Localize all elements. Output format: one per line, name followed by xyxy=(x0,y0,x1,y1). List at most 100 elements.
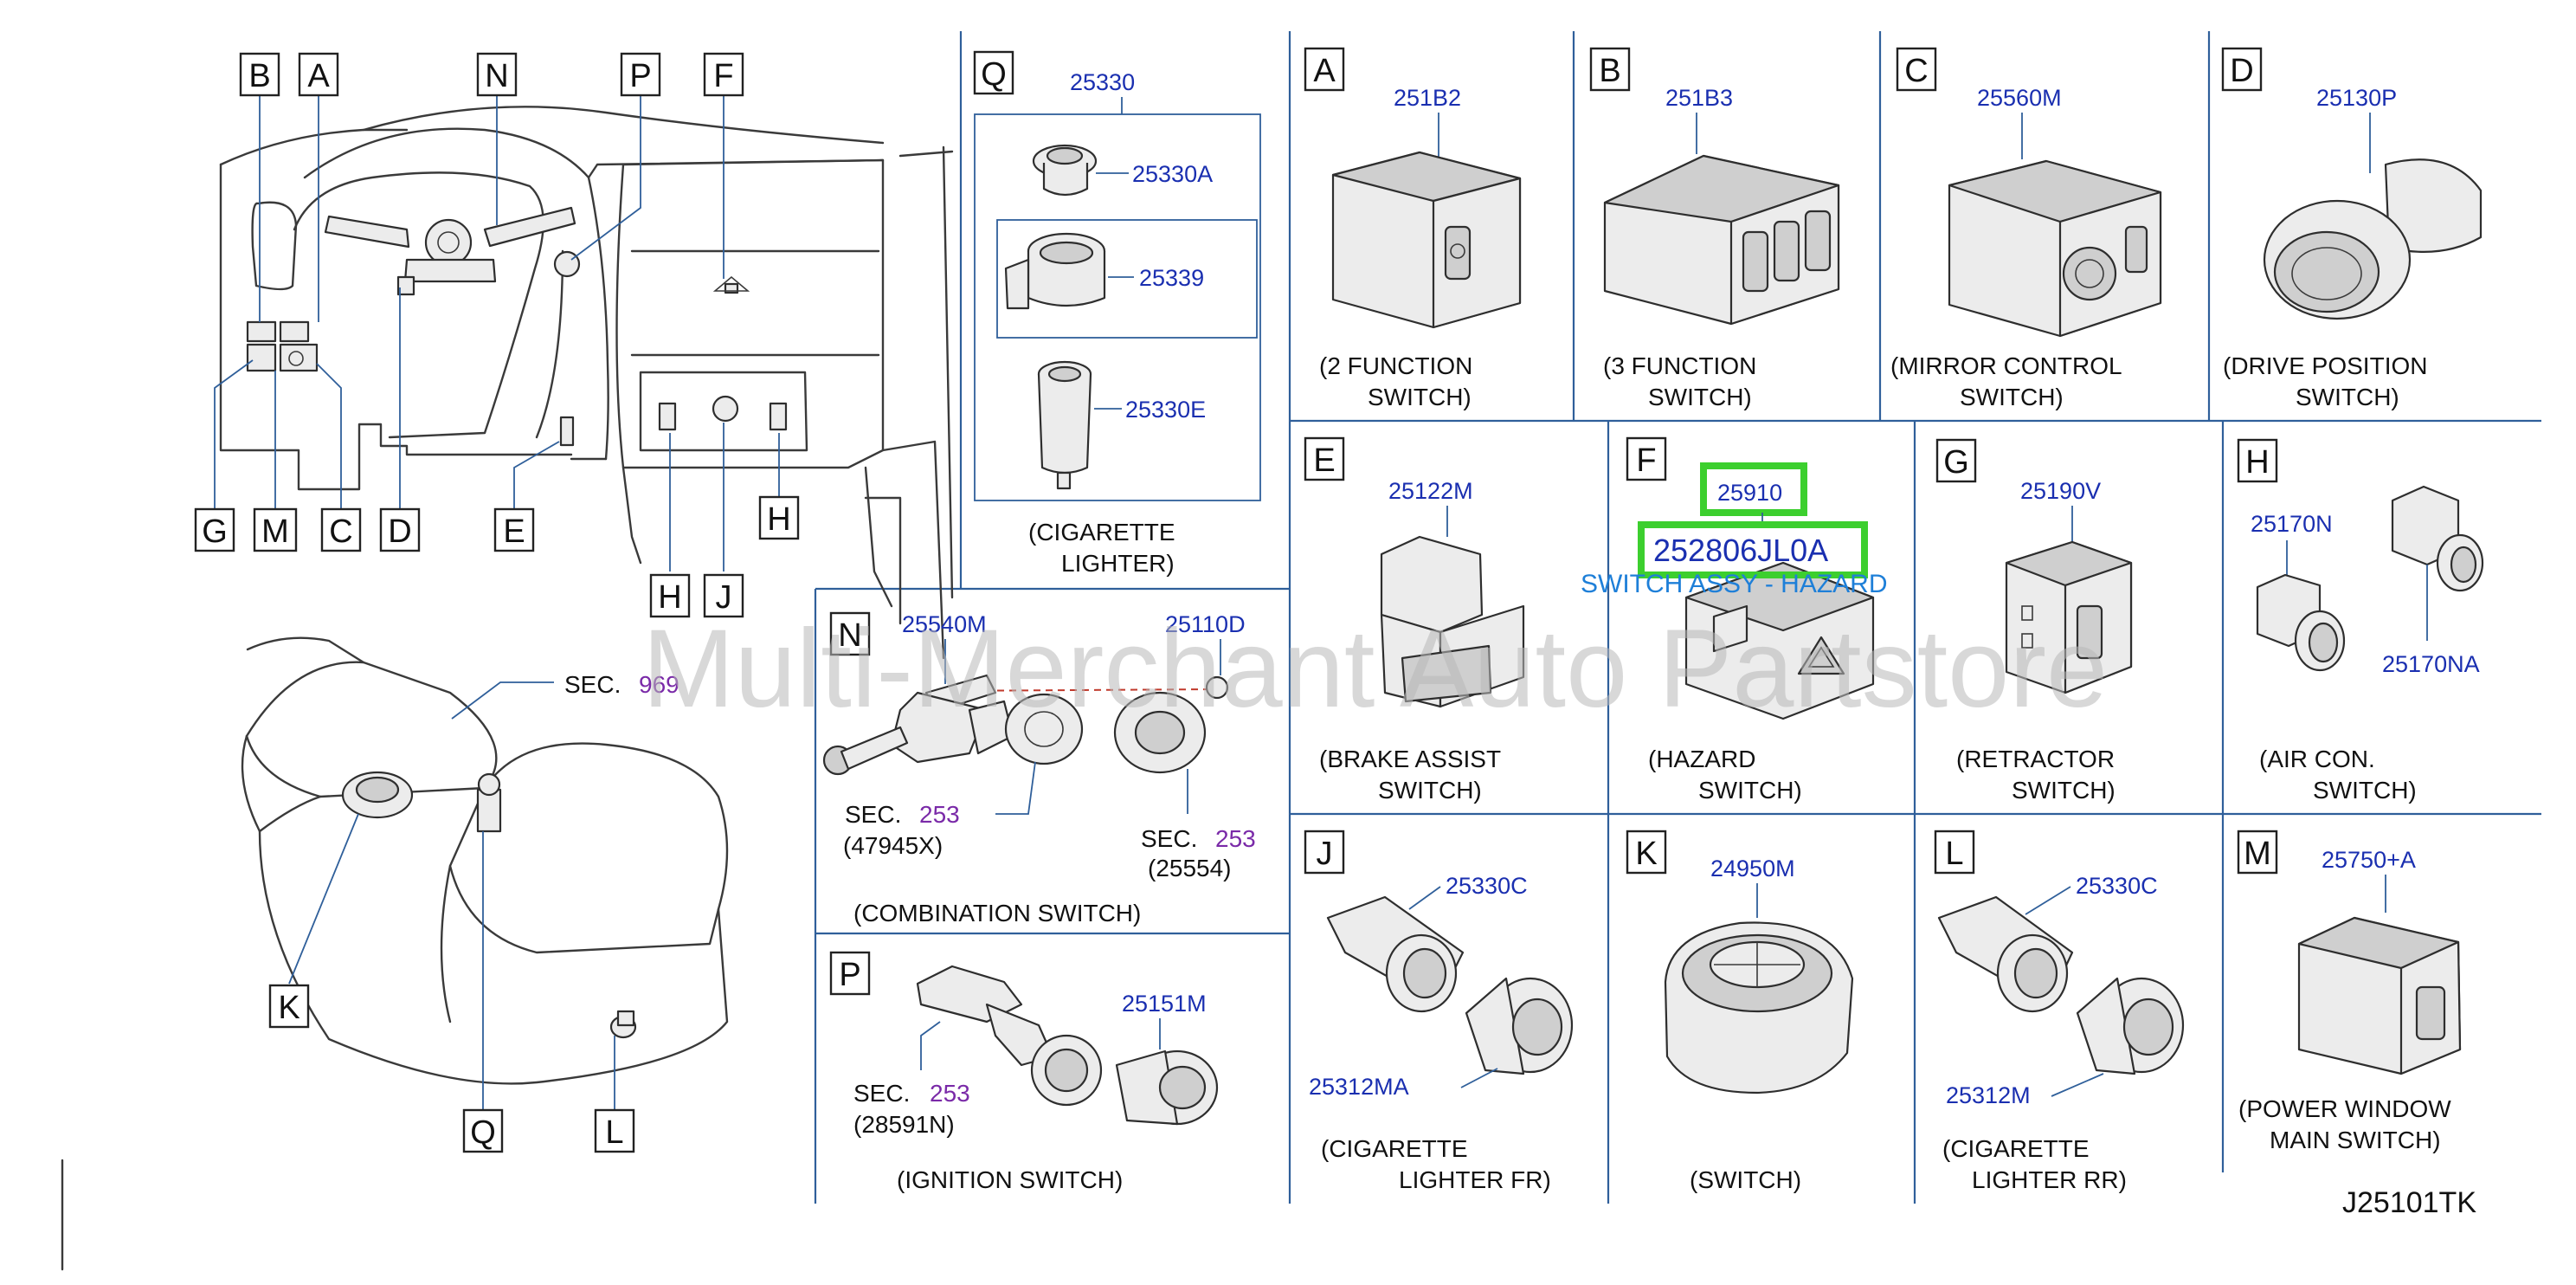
panel-letter: D xyxy=(2230,53,2253,89)
part-number[interactable]: 25170NA xyxy=(2382,651,2480,677)
part-number[interactable]: 25190V xyxy=(2020,478,2101,504)
panel-letter: N xyxy=(838,617,861,654)
part-number[interactable]: 25330C xyxy=(1446,873,1528,899)
callout-letter: D xyxy=(388,513,411,550)
panel-letter: J xyxy=(1317,836,1333,872)
callout-letter: G xyxy=(202,513,228,550)
callout-letter: H xyxy=(658,579,681,616)
sec-number[interactable]: 969 xyxy=(639,671,679,698)
part-caption: (POWER WINDOW xyxy=(2238,1095,2451,1122)
part-caption: (DRIVE POSITION xyxy=(2223,352,2427,379)
part-caption: SWITCH) xyxy=(1378,777,1482,804)
part-caption: (COMBINATION SWITCH) xyxy=(853,900,1141,927)
part-number[interactable]: 25339 xyxy=(1139,265,1204,291)
part-caption: LIGHTER FR) xyxy=(1399,1166,1551,1193)
sec-number[interactable]: 253 xyxy=(1215,825,1256,852)
panel-grid xyxy=(61,31,2541,1271)
part-caption: (IGNITION SWITCH) xyxy=(897,1166,1123,1193)
panel-a: A 251B2 (2 FUNCTION SWITCH) xyxy=(1304,47,1522,410)
hazard-highlight: 25910 252806JL0A SWITCH ASSY - HAZARD (H… xyxy=(1581,462,1888,804)
panel-g: G 25190V (RETRACTOR SWITCH) xyxy=(1935,438,2133,804)
part-number[interactable]: 25750+A xyxy=(2322,847,2416,873)
part-number[interactable]: 25170N xyxy=(2251,511,2333,537)
panel-e: E 25122M (BRAKE ASSIST SWITCH) xyxy=(1304,436,1525,804)
panel-letter: Q xyxy=(981,56,1007,93)
part-caption: SWITCH) xyxy=(1698,777,1802,804)
panel-letter: P xyxy=(839,957,860,993)
panel-c: C 25560M (MIRROR CONTROL SWITCH) xyxy=(1890,47,2162,410)
callout-letter: J xyxy=(716,579,732,616)
part-number[interactable]: 25560M xyxy=(1977,85,2062,111)
panel-k: K 24950M (SWITCH) xyxy=(1626,830,1854,1193)
part-caption: SWITCH) xyxy=(2313,777,2417,804)
diagram-code: J25101TK xyxy=(2342,1186,2476,1219)
overview-callouts xyxy=(214,95,780,571)
panel-letter: B xyxy=(1599,53,1620,89)
sec-number[interactable]: 253 xyxy=(930,1080,970,1107)
highlight-box-ref xyxy=(1700,462,1807,516)
part-caption: MAIN SWITCH) xyxy=(2270,1127,2441,1153)
callout-letter: C xyxy=(329,513,352,550)
panel-f: F xyxy=(1626,436,1875,720)
part-caption: LIGHTER RR) xyxy=(1972,1166,2127,1193)
part-caption: (MIRROR CONTROL xyxy=(1890,352,2122,379)
part-caption: SWITCH) xyxy=(1368,384,1472,410)
panel-letter: C xyxy=(1904,53,1928,89)
part-caption: (CIGARETTE xyxy=(1942,1135,2090,1162)
sec-number[interactable]: 253 xyxy=(919,801,960,828)
part-number[interactable]: 25910 xyxy=(1717,480,1782,506)
callout-letter: K xyxy=(278,990,299,1026)
panel-b: B 251B3 (3 FUNCTION SWITCH) xyxy=(1589,47,1840,410)
sec-label: SEC. xyxy=(1141,825,1197,852)
part-number[interactable]: 25122M xyxy=(1388,478,1473,504)
panel-letter: G xyxy=(1943,444,1969,481)
callout-letter: A xyxy=(307,58,330,94)
part-number[interactable]: 251B2 xyxy=(1394,85,1461,111)
part-caption: (3 FUNCTION xyxy=(1603,352,1756,379)
sec-label: SEC. xyxy=(853,1080,910,1107)
part-number[interactable]: 25330A xyxy=(1132,161,1213,187)
part-caption: (2 FUNCTION xyxy=(1319,352,1472,379)
watermark-text: Multi-Merchant Auto Partstore xyxy=(642,607,2108,731)
part-number[interactable]: 25312MA xyxy=(1309,1074,1409,1100)
highlighted-part-number[interactable]: 252806JL0A xyxy=(1653,533,1828,568)
callout-letter: Q xyxy=(470,1114,496,1151)
panel-letter: F xyxy=(1636,442,1656,479)
part-number[interactable]: 25330C xyxy=(2076,873,2158,899)
panel-p: P 25151M SEC. 253 (28591N) (IGNITION SWI… xyxy=(829,951,1219,1193)
panel-letter: M xyxy=(2244,836,2271,872)
part-number[interactable]: 25130P xyxy=(2316,85,2397,111)
panel-letter: L xyxy=(1945,836,1963,872)
panel-h: H 25170N 25170NA (AIR CON. SWITCH) xyxy=(2237,438,2484,804)
part-number[interactable]: 251B3 xyxy=(1665,85,1733,111)
panel-letter: H xyxy=(2245,444,2269,481)
callout-letter: B xyxy=(248,58,270,94)
sec-label: SEC. xyxy=(564,671,621,698)
part-caption: (CIGARETTE xyxy=(1028,519,1175,546)
part-caption: SWITCH) xyxy=(2296,384,2399,410)
part-number[interactable]: 25110D xyxy=(1165,611,1246,637)
part-caption: (RETRACTOR xyxy=(1956,746,2115,772)
part-number[interactable]: 25312M xyxy=(1946,1082,2031,1108)
part-number[interactable]: 25330E xyxy=(1125,397,1206,423)
part-number[interactable]: 25540M xyxy=(902,611,987,637)
part-caption: LIGHTER) xyxy=(1061,550,1175,577)
highlight-box-part xyxy=(1638,521,1868,578)
callout-letter: F xyxy=(713,58,733,94)
part-caption: (HAZARD xyxy=(1648,746,1755,772)
sec-ref: (47945X) xyxy=(843,832,943,859)
part-caption: SWITCH) xyxy=(2012,777,2116,804)
highlighted-part-description: SWITCH ASSY - HAZARD xyxy=(1581,570,1888,598)
panel-d: D 25130P (DRIVE POSITION SWITCH) xyxy=(2221,47,2483,410)
callout-letter: E xyxy=(503,513,525,550)
panel-letter: E xyxy=(1313,442,1335,479)
overview-letter-boxes: B A N P F G M C D E H H J xyxy=(194,52,800,618)
part-caption: SWITCH) xyxy=(1648,384,1752,410)
part-number[interactable]: 25330 xyxy=(1070,69,1135,95)
part-number[interactable]: 25151M xyxy=(1122,991,1207,1017)
part-number[interactable]: 24950M xyxy=(1710,856,1795,881)
callout-letter: N xyxy=(485,58,508,94)
part-caption: (SWITCH) xyxy=(1690,1166,1801,1193)
part-caption: (BRAKE ASSIST xyxy=(1319,746,1501,772)
